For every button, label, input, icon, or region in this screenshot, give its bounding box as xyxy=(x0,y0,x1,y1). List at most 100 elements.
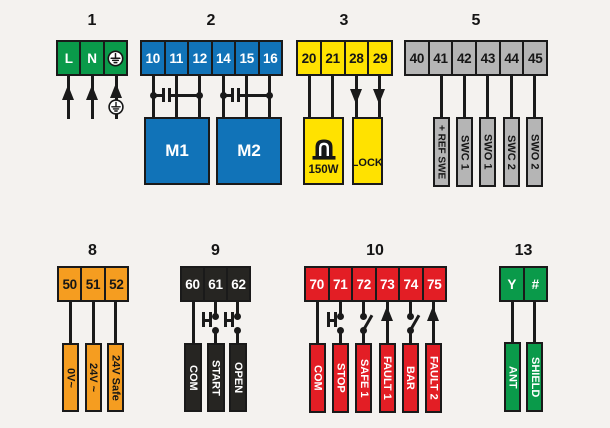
terminal-61: 61 xyxy=(203,268,226,300)
swc1-label: SWC 1 xyxy=(458,134,471,170)
swc2-label: SWC 2 xyxy=(505,134,517,170)
terminal-52: 52 xyxy=(103,268,127,300)
motor-2-label: M2 xyxy=(237,141,261,160)
terminal-earth xyxy=(102,42,126,74)
wire-62-bottom xyxy=(236,330,240,343)
open-box: OPEN xyxy=(228,343,247,412)
wire-50 xyxy=(68,302,72,343)
down-arrow-icon xyxy=(349,89,362,104)
wire-74-bottom xyxy=(408,331,412,343)
terminal-75: 75 xyxy=(421,268,446,300)
terminal-43: 43 xyxy=(475,42,499,74)
up-arrow-icon xyxy=(61,85,74,100)
terminal-block-3: 20 21 28 29 xyxy=(296,40,393,76)
terminal-block-5: 40 41 42 43 44 45 xyxy=(404,40,548,76)
terminal-block-10: 70 71 72 73 74 75 xyxy=(304,266,447,302)
ov-box: 0V~ xyxy=(61,343,79,412)
wire-45 xyxy=(532,76,536,117)
group-9-label: 9 xyxy=(211,242,220,259)
terminal-block-9: 60 61 62 xyxy=(180,266,251,302)
ov-label: 0V~ xyxy=(64,367,77,388)
terminal-44: 44 xyxy=(498,42,523,74)
stop-label: STOP xyxy=(334,363,347,393)
terminal-62: 62 xyxy=(226,268,249,300)
terminal-40: 40 xyxy=(409,50,425,66)
shield-box: SHIELD xyxy=(526,342,544,412)
flasher-lamp-icon xyxy=(312,139,335,160)
terminal-21: 21 xyxy=(319,42,344,74)
terminal-block-2: 10 11 12 14 15 16 xyxy=(140,40,283,76)
terminal-45: 45 xyxy=(522,42,546,74)
v24-box: 24V ~ xyxy=(84,343,102,412)
wire-11 xyxy=(175,76,179,117)
earth-icon xyxy=(107,50,124,66)
up-arrow-icon xyxy=(109,83,122,98)
up-arrow-icon xyxy=(85,85,98,100)
group-3-label: 3 xyxy=(339,12,349,29)
com10-box: COM xyxy=(309,343,327,413)
terminal-shield: # xyxy=(522,268,547,300)
terminal-42: 42 xyxy=(451,42,475,74)
swo2-label: SWO 2 xyxy=(528,134,541,170)
wire-62-top xyxy=(236,302,240,314)
wire-75 xyxy=(431,302,435,343)
motor-1-label: M1 xyxy=(165,141,189,160)
wire-71-top xyxy=(339,302,343,314)
fault1-box: FAULT 1 xyxy=(378,343,396,413)
terminal-41: 41 xyxy=(427,42,452,74)
terminal-71: 71 xyxy=(327,268,352,300)
terminal-28: 28 xyxy=(343,42,368,74)
wire-72-bottom xyxy=(362,331,366,343)
wire-73 xyxy=(385,302,389,343)
terminal-block-13: Y # xyxy=(499,266,548,302)
swc1-box: SWC 1 xyxy=(455,117,473,187)
down-arrow-icon xyxy=(372,89,385,104)
flasher-lamp-box: 150W xyxy=(303,117,344,185)
safe1-box: SAFE 1 xyxy=(355,343,373,413)
terminal-20: 20 xyxy=(301,50,317,66)
swo1-box: SWO 1 xyxy=(479,117,497,187)
terminal-16: 16 xyxy=(257,42,282,74)
group-2-label: 2 xyxy=(206,12,216,29)
wire-42 xyxy=(462,76,466,117)
wire-71-bottom xyxy=(339,330,343,343)
fault1-label: FAULT 1 xyxy=(381,356,394,400)
v24safe-box: 24V Safe xyxy=(107,343,125,412)
terminal-51: 51 xyxy=(80,268,103,300)
wire-20 xyxy=(308,76,312,117)
group-13-label: 13 xyxy=(514,242,533,259)
fault2-label: FAULT 2 xyxy=(427,356,440,400)
terminal-Y: Y xyxy=(507,276,517,292)
terminal-15: 15 xyxy=(234,42,258,74)
group-10-label: 10 xyxy=(366,242,384,259)
lock-box: LOCK xyxy=(351,117,383,185)
group-1-label: 1 xyxy=(87,12,97,29)
ref-swe-label: + REF SWE xyxy=(435,124,447,180)
ref-swe-box: + REF SWE xyxy=(432,117,450,187)
motor-2-box: M2 xyxy=(216,117,282,185)
terminal-block-8: 50 51 52 xyxy=(57,266,129,302)
stop-box: STOP xyxy=(332,343,350,413)
wire-51 xyxy=(91,302,95,343)
fault2-box: FAULT 2 xyxy=(424,343,442,413)
terminal-L: L xyxy=(64,50,73,66)
lamp-power-label: 150W xyxy=(308,164,339,176)
wire-15 xyxy=(244,76,248,117)
bar-label: BAR xyxy=(404,366,417,390)
up-arrow-icon xyxy=(380,306,393,321)
wire-61-bottom xyxy=(214,330,217,343)
earth-ground-icon xyxy=(108,99,124,115)
terminal-12: 12 xyxy=(187,42,211,74)
wire-21 xyxy=(331,76,335,117)
group-5-label: 5 xyxy=(471,12,481,29)
terminal-14: 14 xyxy=(210,42,235,74)
group-8-label: 8 xyxy=(88,242,97,259)
terminal-50: 50 xyxy=(62,276,77,292)
wire-72-top xyxy=(362,302,366,314)
terminal-29: 29 xyxy=(367,42,391,74)
wire-60 xyxy=(191,302,195,343)
terminal-72: 72 xyxy=(351,268,375,300)
start-box: START xyxy=(206,343,225,412)
terminal-74: 74 xyxy=(398,268,422,300)
